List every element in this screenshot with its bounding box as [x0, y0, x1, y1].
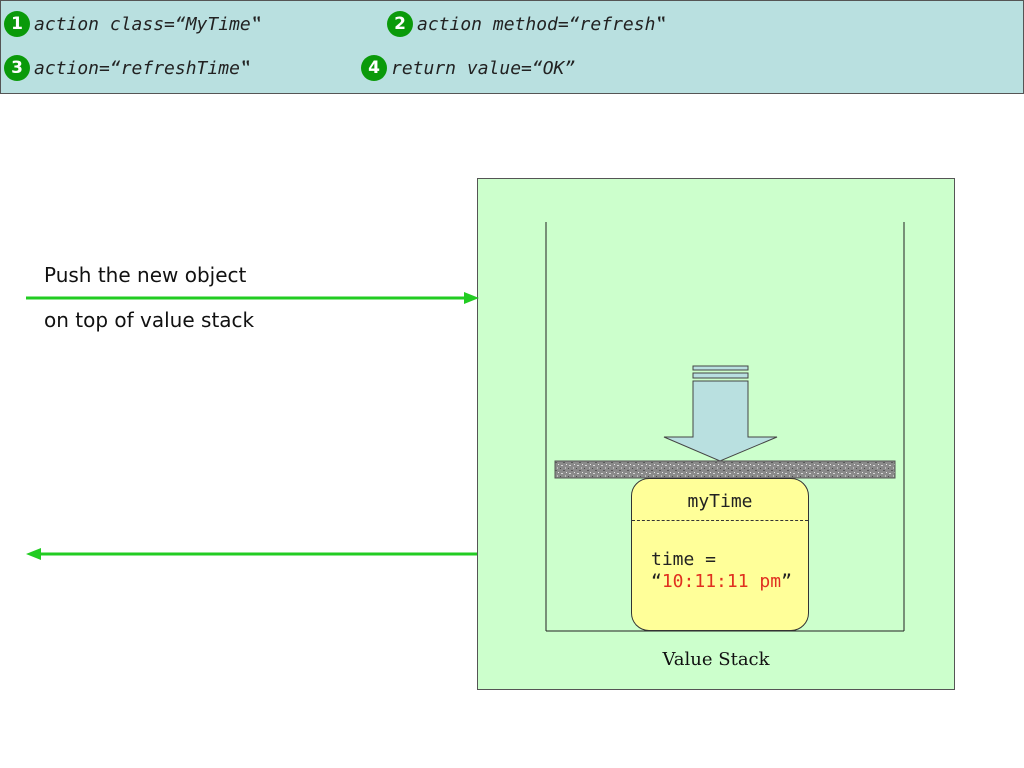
field-prefix: time = — [651, 549, 717, 570]
step-4: 4 return value=“OK” — [361, 55, 575, 81]
object-divider — [632, 520, 808, 521]
step-code-4: return value=“OK” — [391, 57, 576, 79]
step-badge-3: 3 — [4, 55, 30, 81]
field-value-line: “10:11:11 pm” — [651, 571, 792, 593]
stack-container-walls — [545, 222, 905, 632]
caption-line-2: on top of value stack — [44, 308, 255, 332]
field-close-quote: ” — [781, 571, 792, 592]
step-code-1: action class=“MyTime‟ — [34, 13, 262, 35]
mytime-object: myTime time = “10:11:11 pm” — [631, 478, 809, 631]
value-stack-label: Value Stack — [662, 649, 770, 670]
step-3: 3 action=“refreshTime‟ — [4, 55, 251, 81]
push-down-arrow-icon — [663, 365, 778, 462]
object-field: time = “10:11:11 pm” — [651, 549, 792, 593]
field-value: 10:11:11 pm — [661, 571, 782, 592]
step-code-3: action=“refreshTime‟ — [34, 57, 251, 79]
field-open-quote: “ — [651, 571, 662, 592]
action-header: 1 action class=“MyTime‟ 2 action method=… — [0, 0, 1024, 94]
step-1: 1 action class=“MyTime‟ — [4, 11, 262, 37]
step-badge-1: 1 — [4, 11, 30, 37]
stack-plate — [554, 460, 896, 479]
step-badge-4: 4 — [361, 55, 387, 81]
push-in-arrow — [26, 292, 479, 304]
return-arrow — [26, 548, 477, 560]
step-badge-2: 2 — [387, 11, 413, 37]
caption-line-1: Push the new object — [44, 263, 247, 287]
step-2: 2 action method=“refresh‟ — [387, 11, 666, 37]
object-name: myTime — [687, 491, 753, 512]
step-code-2: action method=“refresh‟ — [417, 13, 667, 35]
